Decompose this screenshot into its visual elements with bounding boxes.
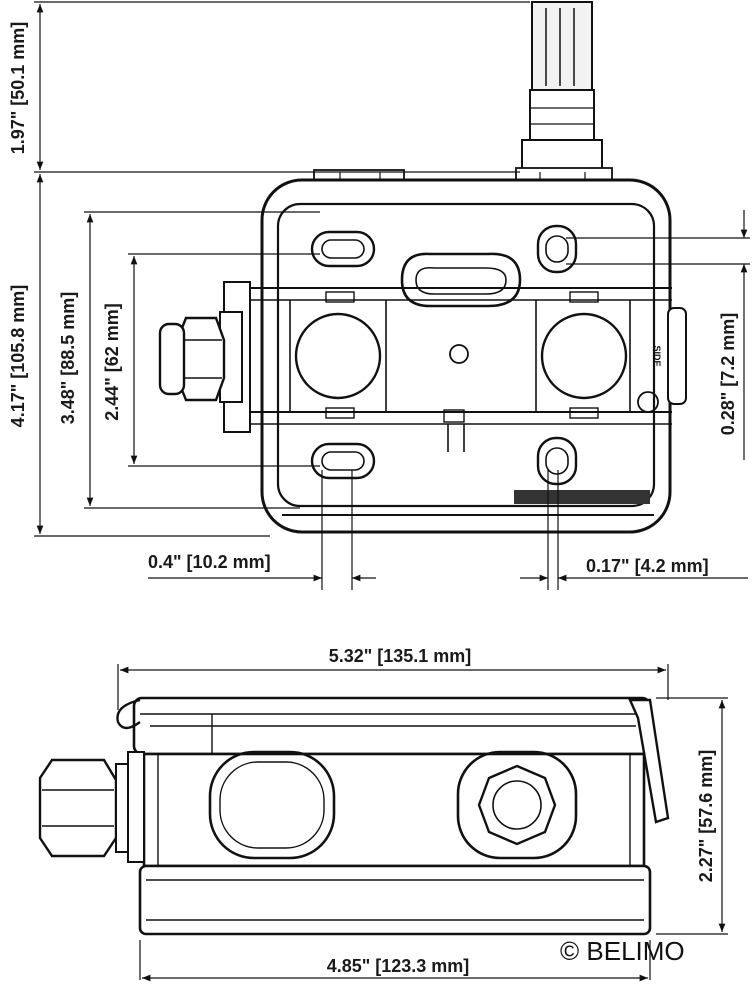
side-base xyxy=(138,864,652,936)
dim-height-total: 4.17" [105.8 mm] xyxy=(8,285,28,428)
knockout-left xyxy=(294,312,382,400)
dim-slot-height: 0.28" [7.2 mm] xyxy=(718,313,738,436)
mounting-holes xyxy=(310,224,578,486)
cable-gland-top xyxy=(158,281,251,433)
sensor-probe xyxy=(521,1,603,171)
dim-height-inner: 2.44" [62 mm] xyxy=(102,303,122,421)
dim-width-base: 4.85" [123.3 mm] xyxy=(327,956,470,976)
side-knockout xyxy=(208,750,336,860)
dim-height-side: 2.27" [57.6 mm] xyxy=(696,750,716,883)
dim-slot-width-right: 0.17" [4.2 mm] xyxy=(586,556,709,576)
knockout-right xyxy=(540,312,628,400)
dim-slot-width-left: 0.4" [10.2 mm] xyxy=(148,552,271,572)
side-plug xyxy=(667,307,687,405)
cable-gland-side xyxy=(38,751,145,863)
hanging-slot xyxy=(400,252,522,308)
center-screw xyxy=(449,344,469,364)
led-indicator xyxy=(637,391,659,413)
dim-height-top-offset: 1.97" [50.1 mm] xyxy=(8,22,28,155)
dimension-labels: 1.97" [50.1 mm] 4.17" [105.8 mm] 3.48" [… xyxy=(8,22,738,976)
hinge-left xyxy=(116,698,141,730)
dim-height-mount: 3.48" [88.5 mm] xyxy=(58,292,78,425)
copyright-label: © BELIMO xyxy=(560,936,685,966)
dim-width-total: 5.32" [135.1 mm] xyxy=(329,646,472,666)
housing-inner xyxy=(276,202,656,508)
top-view: SIDE xyxy=(158,1,687,534)
side-cable-entry xyxy=(456,750,578,860)
dimension-lines xyxy=(34,1,750,982)
side-label: SIDE xyxy=(652,345,662,366)
side-view xyxy=(38,696,670,936)
hinge-right xyxy=(628,698,670,824)
